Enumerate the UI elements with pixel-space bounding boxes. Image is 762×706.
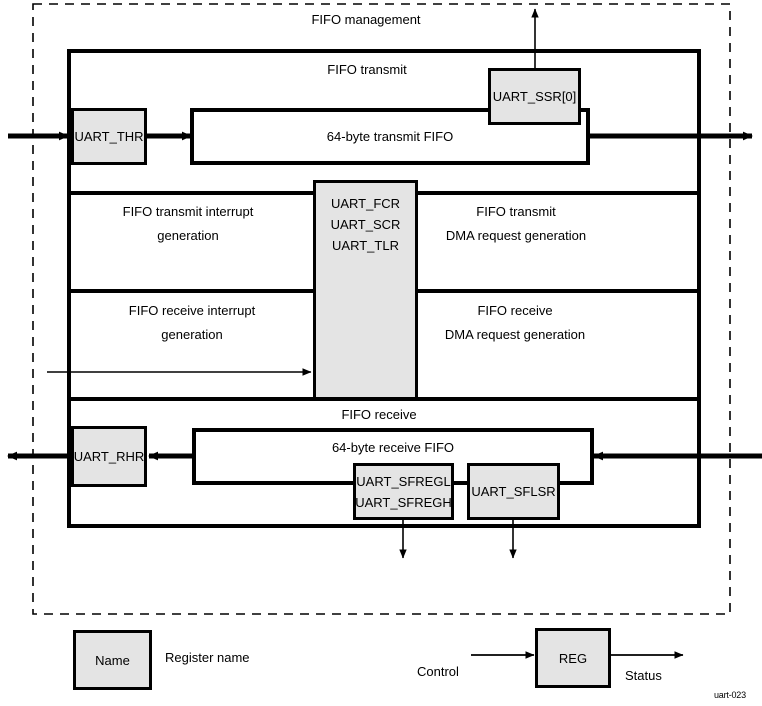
register-uart-thr[interactable]: UART_THR (71, 108, 147, 165)
legend-register-shape: Name (73, 630, 152, 690)
register-uart-sflsr[interactable]: UART_SFLSR (467, 463, 560, 520)
legend-register-shape-label: Name (95, 652, 130, 668)
tx-interrupt-line2: generation (157, 228, 219, 243)
rx-dma-line2: DMA request generation (444, 327, 586, 342)
fifo-management-dashed-boundary (32, 3, 731, 615)
tx-interrupt-line1: FIFO transmit interrupt (122, 204, 254, 219)
register-uart-sfregh-label: UART_SFREGH (355, 494, 452, 510)
register-control-stack[interactable]: UART_FCR UART_SCR UART_TLR (313, 180, 418, 400)
tx-dma-line1: FIFO transmit (476, 204, 556, 219)
receive-fifo-label: 64-byte receive FIFO (331, 440, 455, 455)
fifo-management-main-box (67, 49, 701, 528)
legend-status-label: Status (625, 668, 662, 683)
figure-credit-id: uart-023 (714, 690, 746, 700)
register-uart-fcr-label: UART_FCR (330, 196, 401, 211)
legend-reg-shape: REG (535, 628, 611, 688)
register-uart-rhr[interactable]: UART_RHR (71, 426, 147, 487)
register-uart-scr-label: UART_SCR (330, 217, 401, 232)
rx-interrupt-line1: FIFO receive interrupt (128, 303, 256, 318)
register-uart-tlr-label: UART_TLR (332, 238, 399, 253)
register-uart-thr-label: UART_THR (74, 129, 144, 144)
tx-dma-line2: DMA request generation (445, 228, 587, 243)
rx-interrupt-line2: generation (161, 327, 223, 342)
fifo-transmit-title: FIFO transmit (327, 62, 407, 77)
legend-control-label: Control (417, 664, 459, 679)
register-uart-ssr-label: UART_SSR[0] (492, 89, 577, 104)
register-uart-rhr-label: UART_RHR (73, 449, 145, 464)
register-uart-sfregl-label: UART_SFREGL (356, 473, 451, 489)
fifo-management-title: FIFO management (311, 12, 421, 27)
fifo-receive-title: FIFO receive (341, 407, 417, 422)
legend-reg-shape-label: REG (558, 650, 588, 666)
transmit-fifo-label: 64-byte transmit FIFO (326, 129, 454, 144)
register-uart-sflsr-label: UART_SFLSR (471, 484, 556, 499)
register-uart-ssr[interactable]: UART_SSR[0] (488, 68, 581, 125)
register-uart-sfreg[interactable]: UART_SFREGL UART_SFREGH (353, 463, 454, 520)
rx-dma-line1: FIFO receive (477, 303, 553, 318)
legend-register-caption: Register name (165, 650, 250, 665)
